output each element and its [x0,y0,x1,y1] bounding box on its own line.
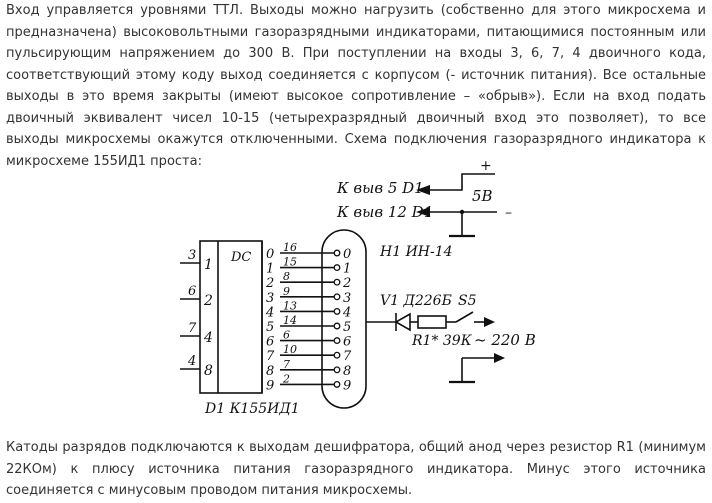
chip-output-digit: 5 [266,320,274,335]
chip-input-pin: 3 [188,248,196,263]
chip-output-digit: 2 [265,276,274,291]
cathode-dot [333,278,341,286]
minus-sign: – [505,205,512,221]
chip-output-pin: 8 [283,270,290,283]
chip-input-weight: 2 [203,293,213,309]
chip-output-pin: 14 [283,314,297,327]
switch-blade [455,311,474,323]
cathode-digit: 5 [343,320,351,335]
chip-input-pin: 6 [188,284,196,299]
supply-plus-wire [427,173,495,191]
chip-output-digit: 6 [266,335,274,350]
cathode-digit: 7 [343,349,352,364]
chip-input-weight: 4 [203,330,213,346]
chip-output-digit: 9 [266,378,274,393]
cathode-dot [333,322,341,330]
chip-output-pin: 13 [283,299,297,312]
chip-output-digit: 7 [266,349,275,364]
cathode-dot [333,249,341,257]
mains-return-arrow [494,353,505,363]
supply-top-label: К выв 5 D1 [336,179,424,197]
indicator-tube [321,229,367,409]
supply-minus-arrow [416,207,430,217]
chip-output-pin: 10 [283,343,297,356]
indicator-label: H1 ИН-14 [379,244,453,260]
cathode-dot [333,351,341,359]
chip-output-pin: 9 [283,285,290,298]
cathode-digit: 1 [343,262,351,277]
voltage-label: 5В [472,187,493,205]
cathode-dot [333,307,341,315]
cathode-dot [333,293,341,301]
chip-output-pin: 16 [283,241,297,254]
intro-paragraph: Вход управляется уровнями ТТЛ. Выходы мо… [6,3,706,169]
cathode-dot [333,337,341,345]
power-section: V1 Д226Б S5 R1* 39К ~ 220 В [380,293,536,384]
cathode-digit: 9 [343,378,351,393]
cathode-digit: 2 [342,276,351,291]
resistor-symbol [417,315,447,329]
mains-arrow [484,317,495,327]
diode-label: V1 Д226Б [380,293,452,309]
chip-output-pin: 6 [283,329,290,342]
diode-symbol [394,312,411,332]
chip-output-digit: 4 [265,305,274,320]
switch-label: S5 [458,293,477,309]
chip-output-digit: 1 [266,262,274,277]
supply-bottom-label: К выв 12 D1 [336,203,433,221]
cathode-digit: 4 [342,305,351,320]
chip-function-label: DC [230,250,251,265]
cathode-digit: 8 [343,364,351,379]
chip-output-pin: 2 [282,372,290,385]
chip-output-digit: 0 [266,247,274,262]
cathode-dot [333,380,341,388]
resistor-label: R1* 39К [411,333,473,349]
mains-label: ~ 220 В [474,331,536,349]
chip-output-pin: 7 [283,358,290,371]
cathode-digit: 3 [343,291,351,306]
chip-label: D1 К155ИД1 [204,401,300,417]
cathode-digit: 6 [343,335,351,350]
supply-plus-arrow [416,185,430,195]
chip-input-weight: 1 [204,257,213,273]
supply-section: К выв 5 D1 К выв 12 D1 + 5В – [336,158,512,238]
outro-paragraph: Катоды разрядов подключаются к выходам д… [6,440,706,498]
chip-output-pin: 15 [283,256,297,269]
cathode-dot [333,366,341,374]
cathode-digit: 0 [343,247,351,262]
chip-input-pin: 4 [187,354,196,369]
cathode-dot [333,264,341,272]
chip-output-digit: 3 [266,291,274,306]
plus-sign: + [480,158,492,174]
chip-output-digit: 8 [266,364,274,379]
chip-input-weight: 8 [204,363,213,379]
chip-input-pin: 7 [188,321,197,336]
